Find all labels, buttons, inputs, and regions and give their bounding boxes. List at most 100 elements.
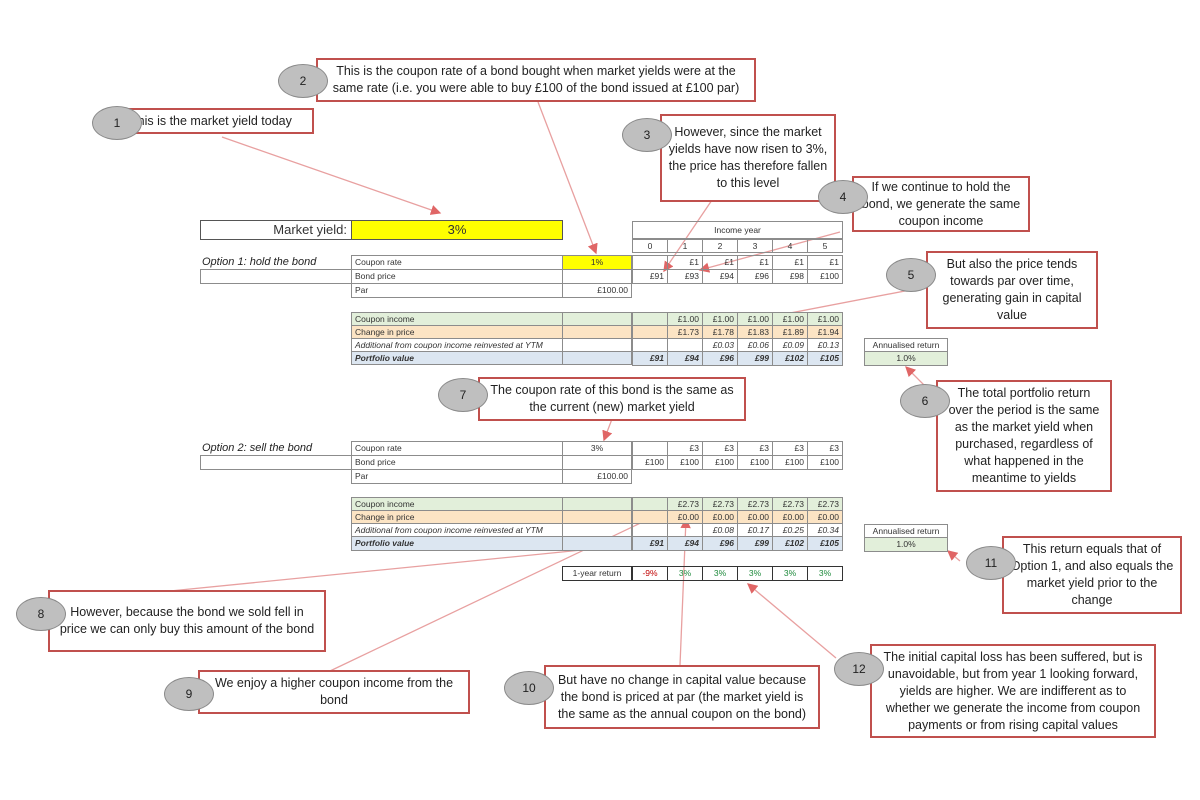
option2-portfolio-label: Portfolio value [351,536,563,551]
note-11: This return equals that of Option 1, and… [1002,536,1182,614]
year-5: 5 [807,239,843,253]
one-year-return-cell: 3% [667,566,703,581]
option1-reinvest-label: Additional from coupon income reinvested… [351,338,563,352]
option1-par-label: Par [351,283,563,298]
option1-price-cell: £96 [737,269,773,284]
arrow-7 [602,418,613,442]
arrow-1 [221,136,442,215]
note-10-badge: 10 [504,671,554,705]
note-2: This is the coupon rate of a bond bought… [316,58,756,102]
option1-price-cell: £91 [632,269,668,284]
option1-portfolio-cell: £96 [702,351,738,366]
option2-portfolio-cell: £94 [667,536,703,551]
note-12-badge: 12 [834,652,884,686]
option1-portfolio-blank [562,351,632,365]
note-5-badge: 5 [886,258,936,292]
note-4-badge: 4 [818,180,868,214]
option2-annualised-value: 1.0% [864,537,948,552]
one-year-return-cell: 3% [772,566,808,581]
option1-par-value: £100.00 [562,283,632,298]
arrow-12 [747,583,837,659]
one-year-return-cell: 3% [807,566,843,581]
option2-bond-price-label: Bond price [351,455,563,470]
note-7-badge: 7 [438,378,488,412]
option1-bond-price-blank [562,269,632,284]
option1-coupon-income-cell: £1.00 [737,312,773,326]
option1-reinvest-blank [562,338,632,352]
option2-title: Option 2: sell the bond [202,442,313,454]
note-12: The initial capital loss has been suffer… [870,644,1156,738]
option1-coupon-income-cell: £1.00 [772,312,808,326]
option1-reinvest-cell: £0.09 [772,338,808,352]
option1-coupon-income-cell: £1.00 [807,312,843,326]
option1-coupon-cell [632,255,668,270]
option2-price-cell: £100 [702,455,738,470]
option2-coupon-income-blank [562,497,632,511]
option1-coupon-rate-label: Coupon rate [351,255,563,270]
option2-change-price-cell: £0.00 [667,510,703,524]
option1-coupon-cell: £1 [737,255,773,270]
arrow-11 [947,550,961,562]
option1-change-price-cell: £1.78 [702,325,738,339]
option1-annualised-label: Annualised return [864,338,948,352]
option2-coupon-rate-label: Coupon rate [351,441,563,456]
option1-coupon-rate-value: 1% [562,255,632,270]
option1-coupon-income-cell [632,312,668,326]
option2-change-price-blank [562,510,632,524]
one-year-return-label: 1-year return [562,566,632,581]
option2-price-cell: £100 [807,455,843,470]
option2-spacer [200,455,352,470]
note-3-badge: 3 [622,118,672,152]
note-9: We enjoy a higher coupon income from the… [198,670,470,714]
option2-price-cell: £100 [737,455,773,470]
option2-coupon-income-label: Coupon income [351,497,563,511]
option2-reinvest-cell: £0.08 [702,523,738,537]
note-2-badge: 2 [278,64,328,98]
note-1: This is the market yield today [122,108,314,134]
market-yield-value: 3% [351,220,563,240]
one-year-return-cell: 3% [702,566,738,581]
option2-bond-price-blank [562,455,632,470]
year-3: 3 [737,239,773,253]
option2-reinvest-cell [667,523,703,537]
option1-portfolio-cell: £99 [737,351,773,366]
option2-price-cell: £100 [667,455,703,470]
option1-price-cell: £100 [807,269,843,284]
option1-portfolio-cell: £102 [772,351,808,366]
note-10: But have no change in capital value beca… [544,665,820,729]
option2-coupon-income-cell: £2.73 [772,497,808,511]
option1-coupon-cell: £1 [667,255,703,270]
option2-coupon-cell: £3 [737,441,773,456]
option1-change-price-cell: £1.73 [667,325,703,339]
note-6: The total portfolio return over the peri… [936,380,1112,492]
option2-coupon-rate-value: 3% [562,441,632,456]
one-year-return-cell: -9% [632,566,668,581]
option2-change-price-cell: £0.00 [772,510,808,524]
year-0: 0 [632,239,668,253]
option2-coupon-income-cell [632,497,668,511]
option1-change-price-label: Change in price [351,325,563,339]
option2-coupon-cell: £3 [667,441,703,456]
option1-reinvest-cell [632,338,668,352]
option1-coupon-income-blank [562,312,632,326]
option1-coupon-income-label: Coupon income [351,312,563,326]
option1-bond-price-label: Bond price [351,269,563,284]
option1-change-price-cell: £1.83 [737,325,773,339]
option1-reinvest-cell: £0.13 [807,338,843,352]
option2-change-price-cell [632,510,668,524]
option2-coupon-cell: £3 [702,441,738,456]
option2-coupon-cell: £3 [772,441,808,456]
option2-price-cell: £100 [632,455,668,470]
option2-change-price-label: Change in price [351,510,563,524]
option2-change-price-cell: £0.00 [807,510,843,524]
option2-portfolio-blank [562,536,632,551]
income-year-header: Income year [632,221,843,239]
option1-price-cell: £94 [702,269,738,284]
option1-coupon-income-cell: £1.00 [702,312,738,326]
option2-portfolio-cell: £91 [632,536,668,551]
option2-par-value: £100.00 [562,469,632,484]
note-5: But also the price tends towards par ove… [926,251,1098,329]
option2-coupon-income-cell: £2.73 [702,497,738,511]
option2-reinvest-label: Additional from coupon income reinvested… [351,523,563,537]
option1-price-cell: £98 [772,269,808,284]
